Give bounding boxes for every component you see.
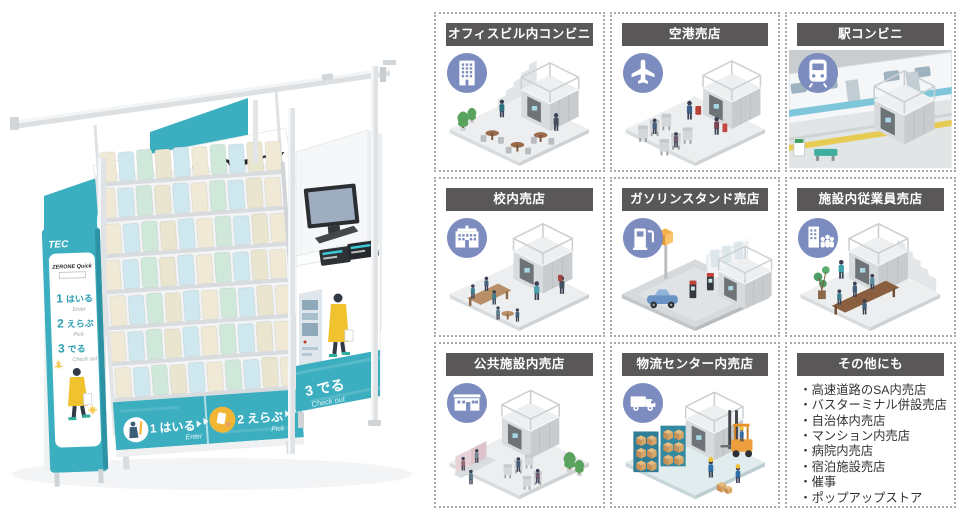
platform-bench [814,148,838,161]
station-scene [789,50,952,168]
use-case-cell-station: 駅コンビニ [785,12,956,172]
school-scene [449,222,590,331]
forklift [720,409,753,457]
fuel-pump-icon [622,217,664,259]
use-case-title: その他にも [797,352,944,376]
use-case-title: 駅コンビニ [797,23,944,46]
use-case-cell-airport: 空港売店 [609,12,781,172]
side-logo-text: ZERONE Quick [51,263,93,270]
cafeteria-table [467,283,512,306]
side-customer-graphic [54,360,98,421]
cafe-tables [480,130,555,155]
kiosk-illustration: ZERONE Quick [10,60,412,490]
svg-text:Enter: Enter [72,307,87,313]
list-item: ・宿泊施設売店 [799,459,886,474]
use-case-cell-others: その他にも ・高速道路のSA内売店 ・バスターミナル併設売店 ・自治体内売店 ・… [785,341,956,508]
use-case-cell-office: オフィスビル内コンビニ [434,12,605,172]
airport-scene [625,60,765,167]
use-case-cell-gas: ガソリンスタンド売店 [609,176,781,337]
walking-customer-graphic [328,293,354,357]
list-item: ・ポップアップストア [799,490,923,505]
step2-en: Pick [271,425,285,433]
use-case-cell-logistics: 物流センター内売店 [609,341,781,508]
list-item: ・マンション内売店 [799,428,911,443]
kiosk-product-render: ZERONE Quick [0,0,430,518]
fuel-dispensers [689,272,714,299]
use-case-title: 空港売店 [621,23,769,46]
platform-sign [793,137,806,157]
vending-graphic-panel [299,289,322,368]
airplane-icon [622,52,664,94]
logistics-scene [625,391,765,500]
staff-shop-scene [800,222,941,331]
office-scene [449,60,590,167]
use-case-title: 物流センター内売店 [621,352,769,376]
break-table [831,280,900,315]
use-case-title: オフィスビル内コンビニ [446,23,593,46]
other-locations-list: ・高速道路のSA内売店 ・バスターミナル併設売店 ・自治体内売店 ・マンション内… [799,383,950,506]
list-item: ・高速道路のSA内売店 [799,382,927,397]
use-case-cell-public: 公共施設内売店 [434,341,605,508]
step3-label: 3でる [304,376,346,399]
svg-text:Check out: Check out [72,356,97,363]
office-building-icon [446,52,488,94]
step1-en: Enter [185,433,203,441]
use-case-cell-school: 校内売店 [434,176,605,337]
svg-text:Pick: Pick [73,332,84,338]
public-facility-scene [449,389,590,499]
truck-icon [622,382,664,424]
use-case-title: ガソリンスタンド売店 [621,187,769,211]
plant [814,266,830,299]
payment-terminals [319,240,379,266]
list-item: ・病院内売店 [799,444,874,459]
use-case-cell-staff: 施設内従業員売店 [785,176,956,337]
brand-logo-text: TEC [48,239,69,251]
train-icon [797,52,839,94]
list-item: ・自治体内売店 [799,413,886,428]
pos-monitor [303,183,360,244]
warehouse-racks [633,425,686,472]
school-icon [446,217,488,259]
use-case-title: 施設内従業員売店 [797,187,944,211]
use-case-title: 公共施設内売店 [446,352,593,376]
list-item: ・バスターミナル併設売店 [799,398,947,413]
use-case-title: 校内売店 [446,187,593,211]
car [646,289,678,309]
use-case-grid: オフィスビル内コンビニ [434,12,956,508]
public-facility-icon [446,382,488,424]
building-staff-icon [797,217,839,259]
list-item: ・催事 [799,475,837,490]
